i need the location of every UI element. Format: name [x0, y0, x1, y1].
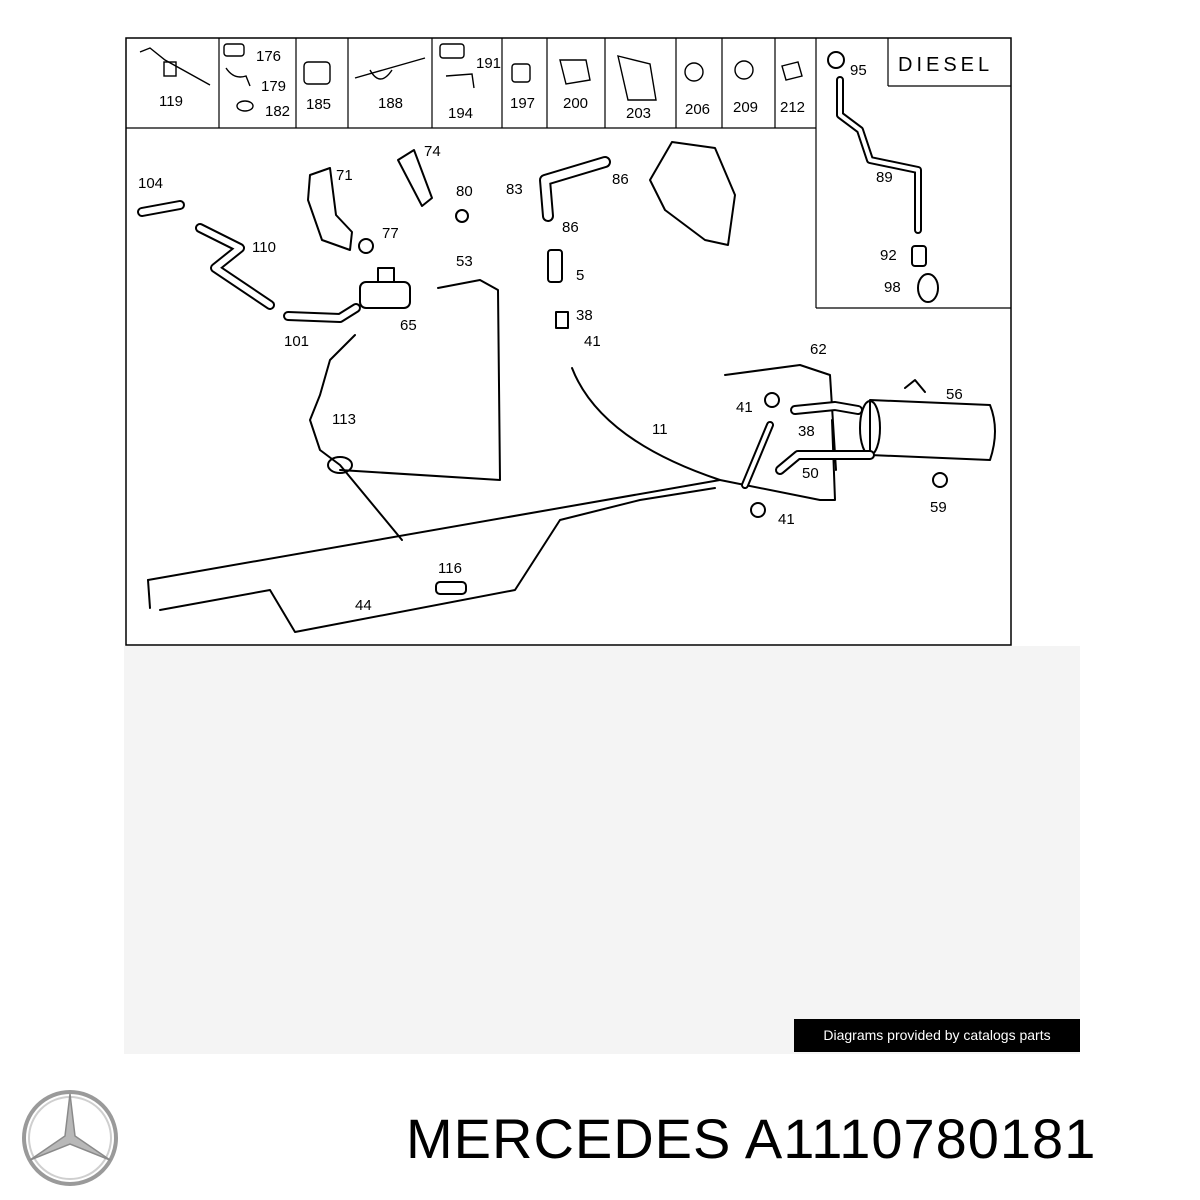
hose-clamp-icon — [684, 62, 704, 82]
clamp-icon — [223, 43, 245, 57]
part-92 — [911, 245, 927, 267]
part-callout-label: 92 — [880, 247, 897, 264]
bolt-80 — [455, 209, 469, 223]
double-clip-icon — [439, 43, 465, 59]
hose-drawing — [137, 51, 996, 633]
part-callout-label: 53 — [456, 253, 473, 270]
hose-62 — [724, 364, 837, 471]
clip-icon — [163, 61, 177, 77]
part-callout-label: 110 — [252, 239, 276, 256]
engine-type-label: DIESEL — [898, 54, 993, 76]
canister-bracket — [904, 379, 926, 393]
spring-clip-icon — [781, 61, 803, 81]
part-callout-label: 50 — [802, 465, 819, 482]
canister-56 — [869, 399, 996, 461]
part-callout-label: 197 — [510, 95, 535, 112]
part-98 — [917, 273, 939, 303]
part-callout-label: 113 — [332, 411, 356, 428]
valve-65-connector — [377, 267, 395, 283]
part-number: A1110780181 — [744, 1107, 1097, 1170]
hose-38-small — [555, 311, 569, 329]
part-callout-label: 191 — [476, 55, 501, 72]
bracket-71 — [307, 167, 353, 251]
part-callout-label: 212 — [780, 99, 805, 116]
part-callout-label: 203 — [626, 105, 651, 122]
valve-5 — [547, 249, 563, 283]
strip-part-icons — [139, 43, 803, 112]
strap-icon — [354, 57, 426, 80]
part-callout-label: 116 — [438, 560, 462, 577]
part-callout-label: 38 — [798, 423, 815, 440]
part-callout-label: 11 — [652, 421, 668, 438]
part-callout-label: 119 — [159, 93, 183, 110]
brand-name: MERCEDES — [406, 1107, 732, 1170]
hose-53-line — [339, 279, 501, 481]
part-callout-label: 182 — [265, 103, 290, 120]
clamp-41a — [764, 392, 780, 408]
part-callout-label: 176 — [256, 48, 281, 65]
retainer-icon — [559, 59, 591, 85]
line-44 — [147, 479, 721, 633]
part-callout-label: 86 — [612, 171, 629, 188]
part-callout-label: 41 — [778, 511, 795, 528]
cap-icon — [511, 63, 531, 83]
nut-icon — [236, 100, 254, 112]
mercedes-star-icon — [22, 1090, 118, 1186]
part-callout-label: 104 — [138, 175, 163, 192]
part-callout-label: 41 — [584, 333, 601, 350]
part-callout-label: 44 — [355, 597, 372, 614]
strip-labels: 119 176 179 182 185 188 191 194 197 200 … — [159, 48, 805, 122]
part-callout-label: 62 — [810, 341, 827, 358]
part-callout-label: 71 — [336, 167, 353, 184]
product-title: MERCEDES A1110780181 — [406, 1104, 1096, 1174]
part-callout-label: 59 — [930, 499, 947, 516]
part-callout-label: 95 — [850, 62, 867, 79]
part-callout-label: 77 — [382, 225, 399, 242]
part-callout-label: 80 — [456, 183, 473, 200]
connector-113 — [327, 456, 353, 474]
hose-113-line — [309, 334, 403, 541]
bracket-icon — [225, 67, 251, 87]
lower-panel-background — [124, 646, 1080, 1054]
line-11 — [571, 367, 836, 501]
part-callout-label: 179 — [261, 78, 286, 95]
mount-icon — [617, 55, 657, 101]
hose-89-outline — [836, 76, 922, 234]
part-callout-label: 98 — [884, 279, 901, 296]
hose-clamp-icon-2 — [734, 60, 754, 80]
clamp-41b — [750, 502, 766, 518]
valve-65 — [359, 281, 411, 309]
part-callout-label: 89 — [876, 169, 893, 186]
callout-labels: 104 110 71 74 80 77 83 86 86 5 53 65 101… — [138, 62, 963, 614]
grommet-icon — [303, 61, 331, 85]
part-callout-label: 194 — [448, 105, 473, 122]
part-callout-label: 83 — [506, 181, 523, 198]
parts-diagram: DIESEL 119 176 179 182 185 188 191 194 1… — [125, 37, 1012, 646]
part-callout-label: 185 — [306, 96, 331, 113]
part-116 — [435, 581, 467, 595]
part-callout-label: 56 — [946, 386, 963, 403]
diagram-credit-badge: Diagrams provided by catalogs parts — [794, 1019, 1080, 1052]
part-callout-label: 101 — [284, 333, 309, 350]
part-callout-label: 188 — [378, 95, 403, 112]
part-callout-label: 206 — [685, 101, 710, 118]
part-callout-label: 209 — [733, 99, 758, 116]
diagram-frame — [125, 37, 1012, 646]
part-callout-label: 41 — [736, 399, 753, 416]
part-callout-label: 65 — [400, 317, 417, 334]
cable-tie-icon — [139, 47, 211, 86]
part-callout-label: 74 — [424, 143, 441, 160]
nut-59 — [932, 472, 948, 488]
part-callout-label: 200 — [563, 95, 588, 112]
bracket-74 — [397, 149, 433, 207]
part-callout-label: 86 — [562, 219, 579, 236]
clamp-95 — [827, 51, 845, 69]
part-callout-label: 5 — [576, 267, 584, 284]
part-callout-label: 38 — [576, 307, 593, 324]
nut-77 — [358, 238, 374, 254]
reservoir-housing — [649, 141, 736, 246]
holder-icon — [445, 73, 475, 89]
